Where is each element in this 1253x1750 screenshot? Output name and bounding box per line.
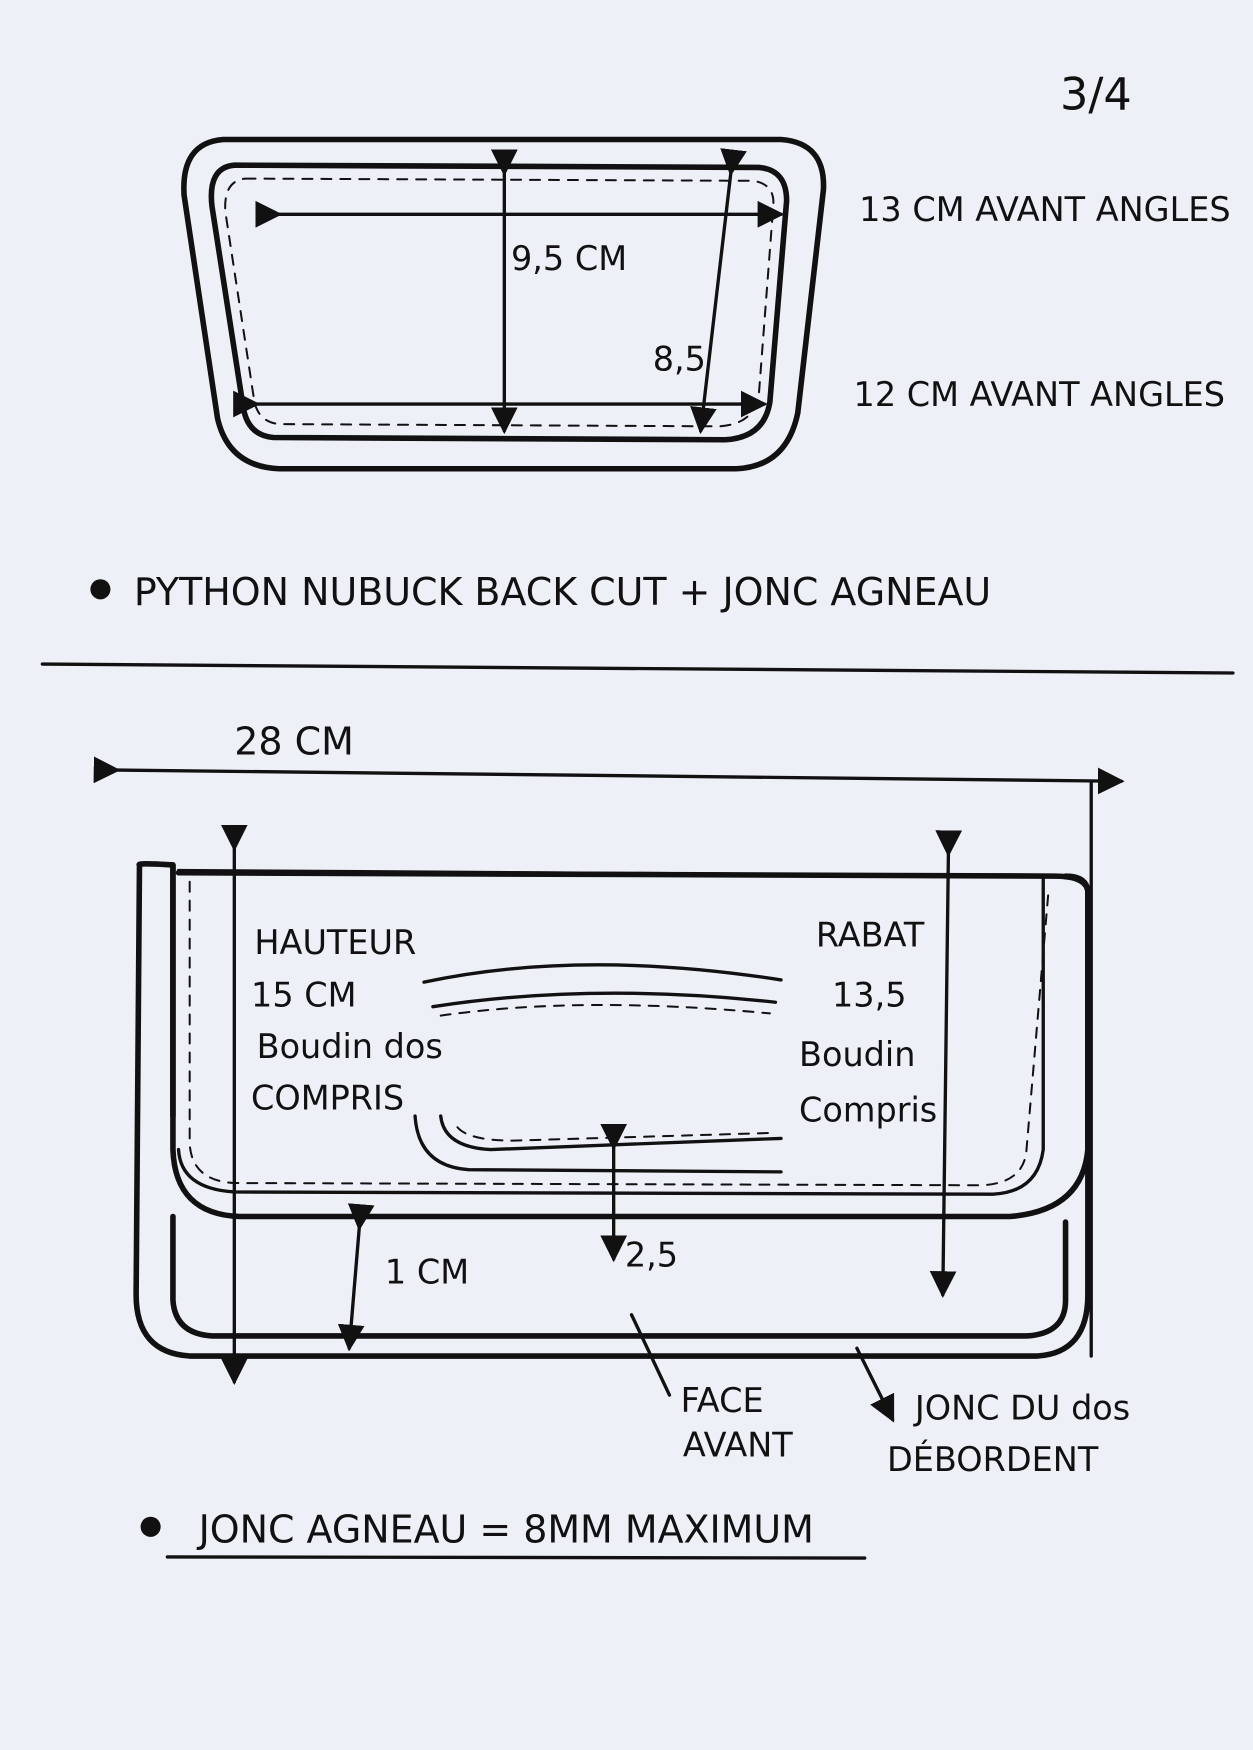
top-outer-outline	[181, 136, 827, 472]
handle-gap-label: 2,5	[625, 1236, 678, 1275]
depth-center-label: 9,5 CM	[511, 239, 627, 278]
gap-arrow	[337, 1203, 375, 1352]
gap-label: 1 CM	[385, 1252, 469, 1291]
flap-label: RABAT 13,5 Boudin Compris	[799, 915, 937, 1129]
total-width-label: 28 CM	[234, 719, 354, 763]
front-face-label: FACE AVANT	[681, 1381, 794, 1465]
back-piping-leader	[855, 1346, 895, 1423]
top-inner-outline	[208, 162, 790, 443]
handle-top	[422, 963, 783, 1009]
width-bottom-label: 12 CM AVANT ANGLES	[854, 375, 1225, 414]
bullet-icon	[90, 579, 111, 600]
footer-underline	[165, 1555, 867, 1560]
width-top-label: 13 CM AVANT ANGLES	[859, 190, 1230, 229]
front-face-outline	[170, 1213, 1069, 1339]
total-width-arrow	[93, 756, 1125, 795]
handle-bottom-stitching	[456, 1126, 777, 1142]
height-label: HAUTEUR 15 CM Boudin dos COMPRIS	[251, 923, 453, 1117]
front-view-diagram	[93, 756, 1125, 1423]
top-view-diagram: 9,5 CM 8,5	[181, 136, 827, 472]
handle-bottom	[413, 1114, 783, 1174]
front-face-leader	[629, 1313, 672, 1397]
page-number: 3/4	[1060, 68, 1132, 120]
flap-inner-outline	[176, 868, 1045, 1196]
bullet-icon	[140, 1516, 161, 1537]
footer-note: JONC AGNEAU = 8MM MAXIMUM	[197, 1507, 814, 1551]
section-divider	[40, 662, 1235, 675]
flap-outline	[170, 862, 1091, 1220]
flap-height-arrow	[929, 830, 963, 1298]
handle-top-stitching	[439, 1003, 771, 1017]
material-note: PYTHON NUBUCK BACK CUT + JONC AGNEAU	[134, 570, 991, 614]
back-piping-label: JONC DU dos DÉBORDENT	[887, 1389, 1141, 1479]
depth-side-label: 8,5	[653, 340, 706, 379]
depth-side-arrow	[690, 148, 747, 435]
